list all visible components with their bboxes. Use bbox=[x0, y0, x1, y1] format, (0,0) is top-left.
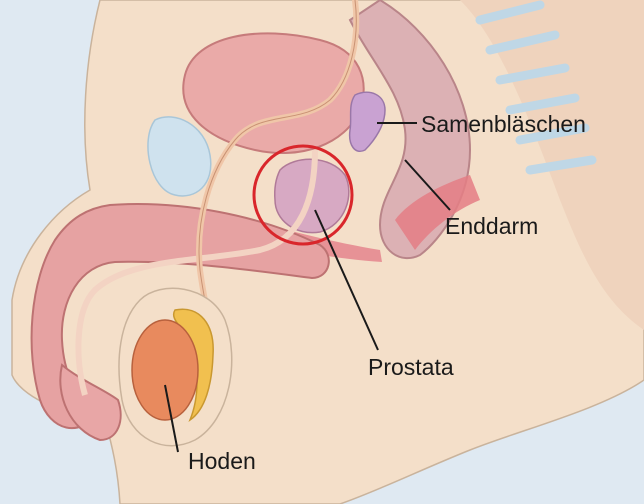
label-rectum: Enddarm bbox=[445, 215, 538, 238]
label-seminal-vesicles: Samenbläschen bbox=[421, 113, 586, 136]
testis bbox=[132, 320, 198, 420]
label-prostate: Prostata bbox=[368, 356, 454, 379]
label-testis: Hoden bbox=[188, 450, 256, 473]
